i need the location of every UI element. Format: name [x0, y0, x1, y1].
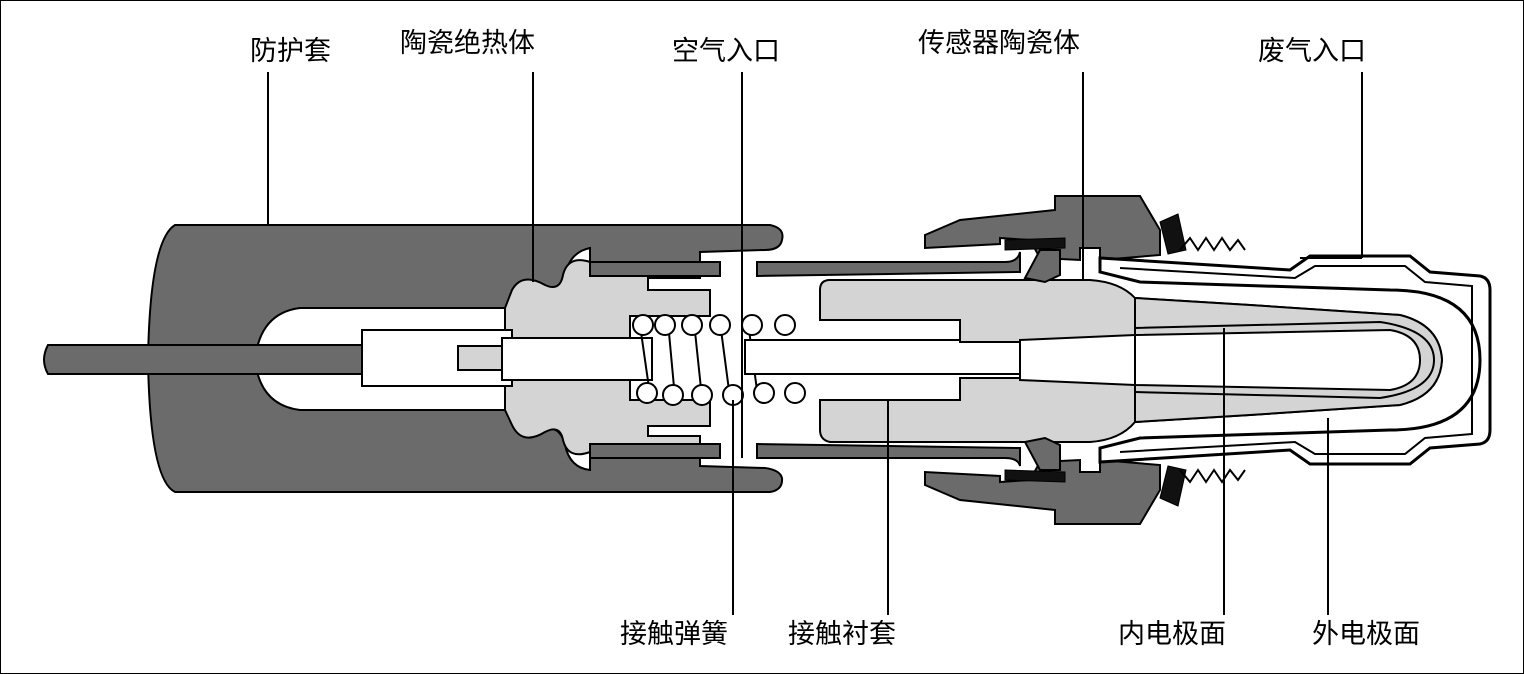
- label-air-inlet: 空气入口: [672, 36, 780, 67]
- collar-upper: [1023, 249, 1061, 284]
- label-sensor-ceramic: 传感器陶瓷体: [918, 28, 1080, 59]
- center-pin-core: [457, 345, 503, 371]
- terminal-bore: [501, 337, 653, 381]
- housing-lower: [924, 458, 1161, 525]
- thread-lower: [1179, 468, 1246, 484]
- collar-lower: [1023, 436, 1061, 471]
- label-contact-spring: 接触弹簧: [620, 619, 728, 650]
- label-exhaust-inlet: 废气入口: [1258, 36, 1366, 67]
- lower-tube-left: [589, 443, 721, 459]
- thread-upper: [1179, 236, 1246, 252]
- upper-tube-left: [589, 261, 721, 277]
- thread-seal-lower: [1159, 465, 1187, 507]
- tube-inner-wall: [1119, 265, 1473, 455]
- thread-seal-upper: [1159, 213, 1187, 255]
- inner-electrode-surface: [1134, 320, 1436, 400]
- contact-spring: [632, 314, 806, 406]
- seal-ring-lower: [1004, 469, 1066, 483]
- label-outer-electrode: 外电极面: [1312, 619, 1420, 650]
- label-inner-electrode: 内电极面: [1118, 619, 1226, 650]
- label-protective-sleeve: 防护套: [250, 36, 331, 67]
- seal-ring-upper: [1004, 237, 1066, 251]
- leader-lines: [267, 72, 1363, 615]
- spring-rod: [744, 339, 1021, 375]
- housing-upper: [924, 195, 1161, 262]
- upper-tube-right: [756, 251, 1021, 278]
- label-contact-bushing: 接触衬套: [788, 619, 896, 650]
- label-ceramic-insulator: 陶瓷绝热体: [400, 28, 535, 59]
- ceramic-tip-channel: [1134, 328, 1422, 392]
- exhaust-protective-tube: [1098, 254, 1492, 466]
